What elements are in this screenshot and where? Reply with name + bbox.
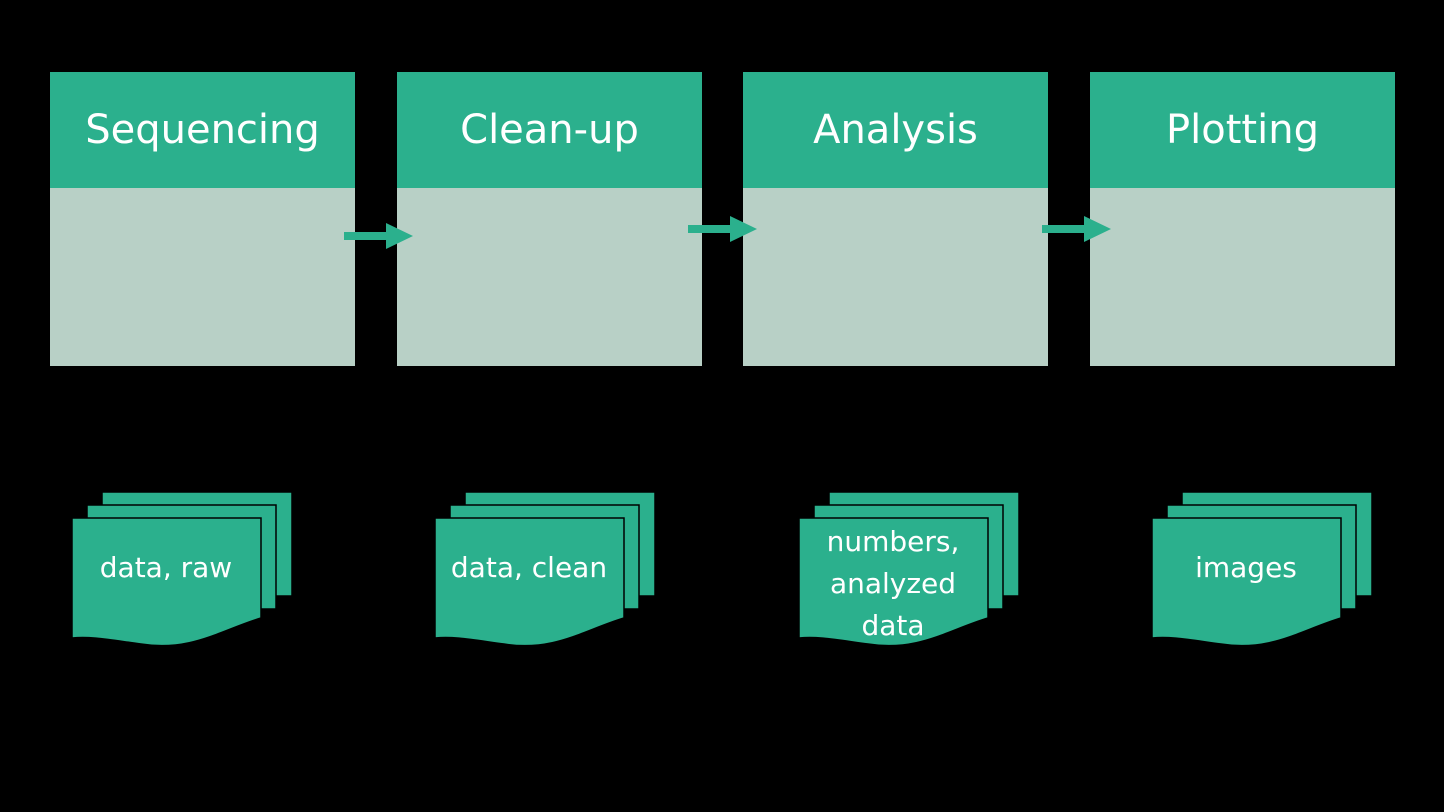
step-plotting: Plotting — [1090, 72, 1395, 366]
step-title: Sequencing — [85, 107, 320, 153]
step-clean-up: Clean-up — [397, 72, 702, 366]
step-body — [50, 188, 355, 366]
doc-stack-output: data, clean — [434, 490, 656, 650]
step-body — [743, 188, 1048, 366]
step-sequencing: Sequencing — [50, 72, 355, 366]
document-stack-icon — [1151, 491, 1373, 647]
doc-stack-output: images — [1151, 490, 1373, 650]
document-stack-icon — [71, 491, 293, 647]
doc-label: data, raw — [99, 550, 233, 584]
right-arrow-icon — [1042, 216, 1111, 242]
document-stack-icon — [434, 491, 656, 647]
doc-label: numbers, analyzed data — [826, 525, 960, 642]
step-header: Sequencing — [50, 72, 355, 188]
step-body — [397, 188, 702, 366]
step-body — [1090, 188, 1395, 366]
document-stack-icon — [798, 491, 1020, 647]
right-arrow-icon — [344, 223, 413, 249]
step-header: Plotting — [1090, 72, 1395, 188]
doc-stack-output: data, raw — [71, 490, 293, 650]
step-title: Plotting — [1166, 107, 1319, 153]
step-header: Analysis — [743, 72, 1048, 188]
step-analysis: Analysis — [743, 72, 1048, 366]
doc-stack-output: numbers, analyzed data — [798, 490, 1020, 650]
step-header: Clean-up — [397, 72, 702, 188]
step-title: Analysis — [813, 107, 978, 153]
doc-label: data, clean — [450, 550, 608, 584]
right-arrow-icon — [688, 216, 757, 242]
step-title: Clean-up — [460, 107, 639, 153]
doc-label: images — [1195, 550, 1297, 584]
